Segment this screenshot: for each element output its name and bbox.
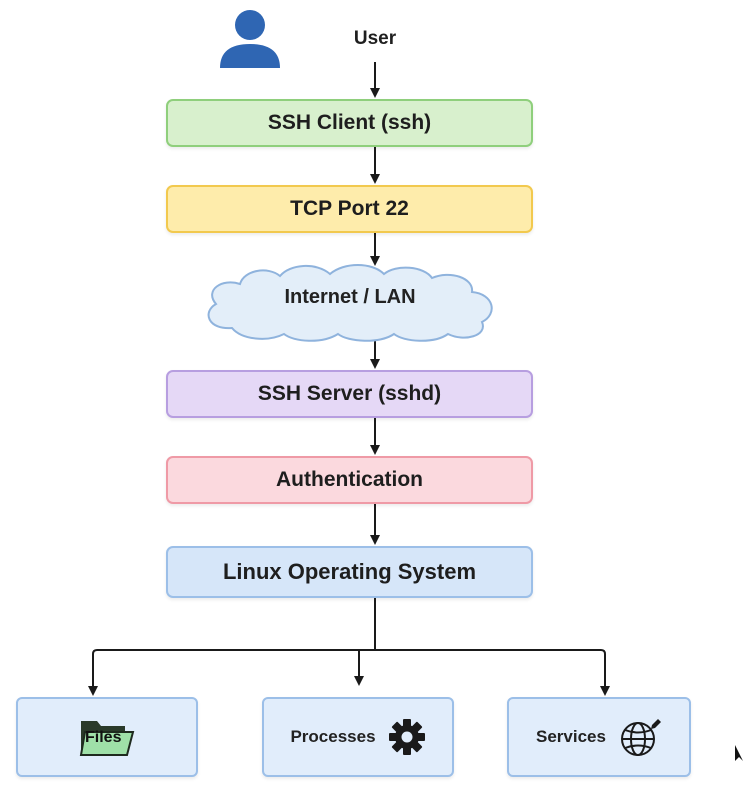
network-cloud xyxy=(198,262,504,347)
authentication-box: Authentication xyxy=(166,456,533,504)
files-box: Files xyxy=(16,697,198,777)
linux-os-box: Linux Operating System xyxy=(166,546,533,598)
ssh-client-box: SSH Client (ssh) xyxy=(166,99,533,147)
files-label: Files xyxy=(85,729,122,746)
services-box: Services xyxy=(507,697,691,777)
services-label: Services xyxy=(536,727,606,746)
network-label: Internet / LAN xyxy=(284,286,416,308)
gear-icon xyxy=(388,718,426,756)
cursor-pointer-icon xyxy=(735,745,743,768)
connector-branch-bar xyxy=(92,649,610,696)
tcp-port-box: TCP Port 22 xyxy=(166,185,533,233)
globe-icon xyxy=(618,717,662,757)
user-label: User xyxy=(353,28,397,49)
processes-box: Processes xyxy=(262,697,454,777)
user-icon xyxy=(216,6,284,75)
ssh-server-box: SSH Server (sshd) xyxy=(166,370,533,418)
folder-icon: Files xyxy=(79,715,135,759)
processes-label: Processes xyxy=(290,727,376,746)
